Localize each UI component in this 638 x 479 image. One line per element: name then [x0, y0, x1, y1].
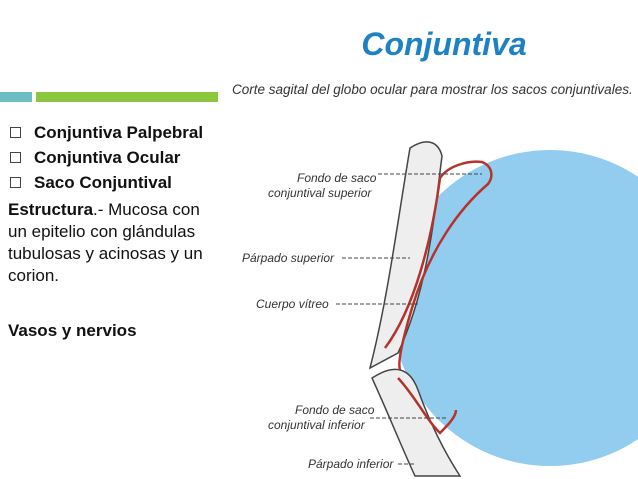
checkbox-bullet-icon	[10, 127, 21, 138]
upper-conjunctival-sac-line	[383, 160, 493, 371]
bullet-item: Conjuntiva Palpebral	[8, 122, 216, 143]
eye-sagittal-diagram: Fondo de saco conjuntival superior Párpa…	[242, 141, 638, 477]
lower-eyelid-shape	[371, 368, 462, 477]
lower-conjunctival-sac-line	[397, 377, 458, 435]
eyeball-shape	[392, 150, 638, 466]
slide-content: Conjuntiva Palpebral Conjuntiva Ocular S…	[8, 122, 216, 341]
accent-bar-green	[36, 92, 218, 102]
checkbox-bullet-icon	[10, 152, 21, 163]
label-fondo-inferior-2: conjuntival inferior	[268, 418, 366, 432]
bullet-text: Saco Conjuntival	[34, 173, 172, 192]
accent-bar-teal	[0, 92, 32, 102]
vasos-heading: Vasos y nervios	[8, 321, 137, 340]
label-fondo-superior-2: conjuntival superior	[268, 186, 372, 200]
estructura-paragraph: Estructura.- Mucosa con un epitelio con …	[8, 199, 216, 287]
eye-diagram-figure: Fondo de saco conjuntival superior Párpa…	[220, 78, 638, 479]
slide-title: Conjuntiva	[361, 26, 527, 62]
bullet-list: Conjuntiva Palpebral Conjuntiva Ocular S…	[8, 122, 216, 193]
label-parpado-inferior: Párpado inferior	[308, 457, 394, 471]
label-cuerpo-vitreo: Cuerpo vítreo	[256, 297, 329, 311]
bullet-item: Saco Conjuntival	[8, 172, 216, 193]
bullet-text: Conjuntiva Ocular	[34, 148, 181, 167]
estructura-label: Estructura	[8, 200, 94, 219]
checkbox-bullet-icon	[10, 177, 21, 188]
upper-eyelid-shape	[368, 141, 443, 370]
label-fondo-superior-1: Fondo de saco	[297, 171, 377, 185]
label-fondo-inferior-1: Fondo de saco	[295, 403, 375, 417]
bullet-text: Conjuntiva Palpebral	[34, 123, 204, 142]
figure-caption: Corte sagital del globo ocular para most…	[232, 82, 633, 97]
bullet-item: Conjuntiva Ocular	[8, 147, 216, 168]
estructura-text: .- Mucosa con un epitelio con glándulas …	[8, 200, 203, 285]
label-parpado-superior: Párpado superior	[242, 251, 335, 265]
